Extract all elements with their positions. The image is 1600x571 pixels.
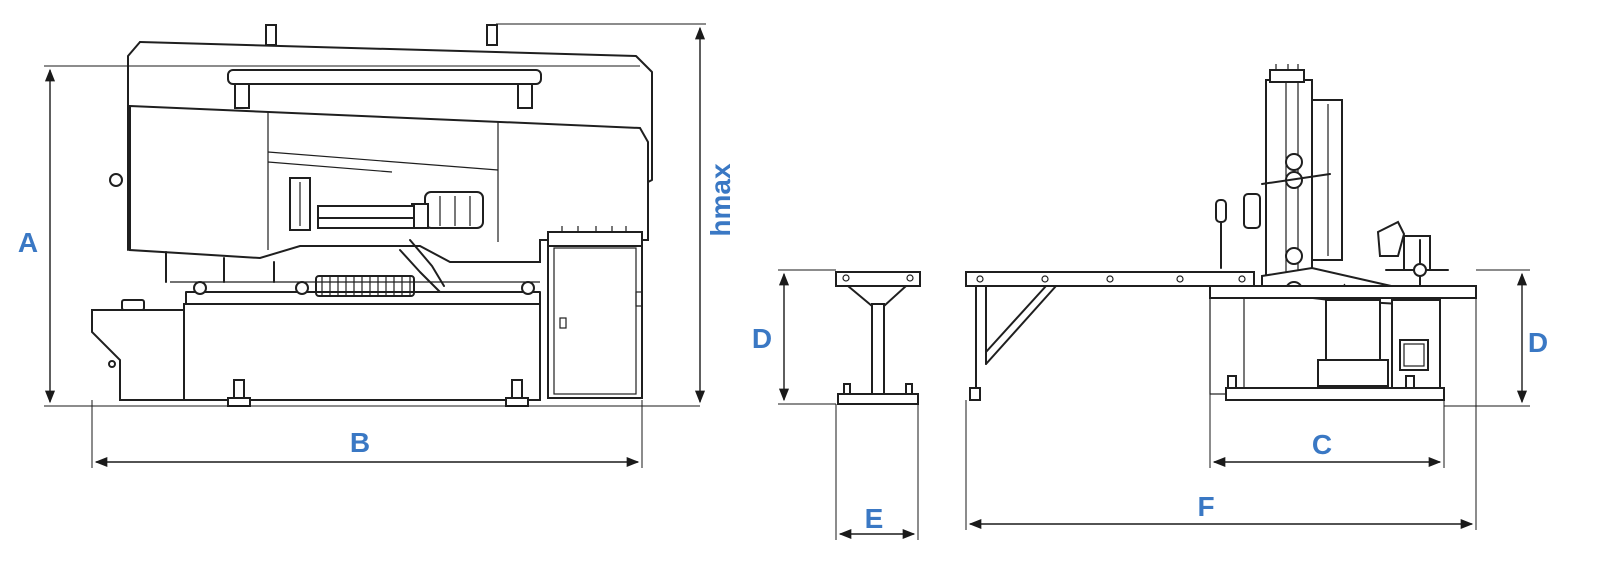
dimension-label-a: A	[18, 227, 38, 258]
dimension-label-d-left: D	[752, 323, 772, 354]
roller-stand-side-view	[835, 271, 921, 405]
dimension-label-b: B	[350, 427, 370, 458]
bandsaw-side-view	[965, 64, 1477, 401]
bandsaw-front-view	[91, 24, 653, 407]
dimension-label-f: F	[1197, 491, 1214, 522]
dimension-label-d-right: D	[1528, 327, 1548, 358]
dimension-label-e: E	[865, 503, 884, 534]
dimension-label-hmax: hmax	[705, 163, 736, 237]
dimension-lines	[44, 23, 1530, 540]
dimension-label-c: C	[1312, 429, 1332, 460]
